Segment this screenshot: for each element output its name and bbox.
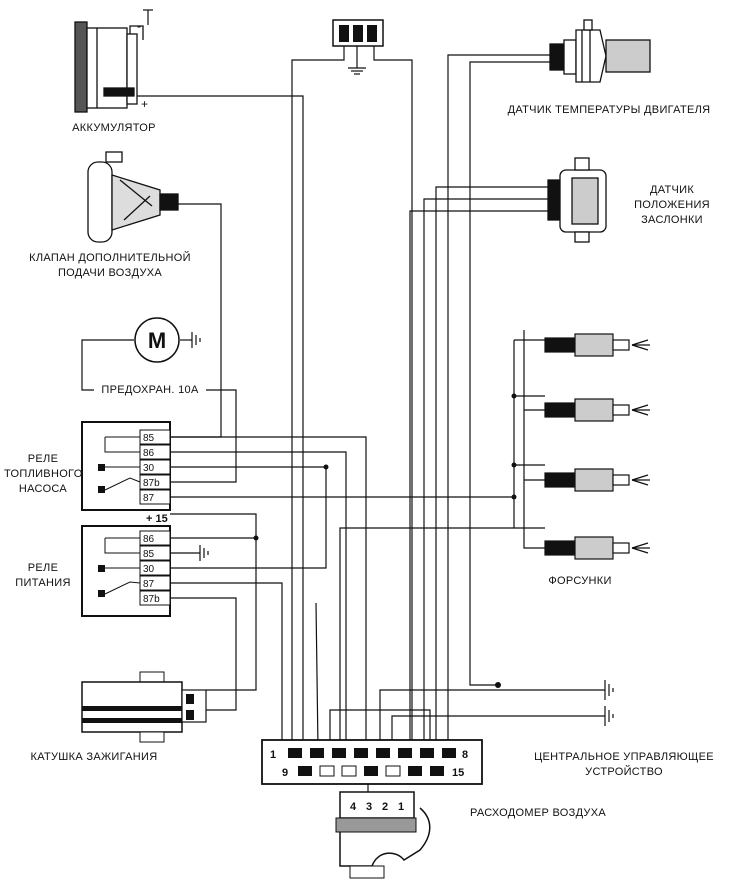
air-valve-label-line2: ПОДАЧИ ВОЗДУХА: [57, 267, 163, 279]
airflow-pin-1: 1: [398, 801, 404, 813]
wire-injector-bus: [339, 340, 515, 748]
ignition-coil-drawing: [81, 671, 207, 743]
fuel-relay-pin-87b: 87b: [143, 478, 160, 489]
throttle-sensor-label-line1: ДАТЧИК: [649, 184, 695, 196]
power-relay-pin-86: 86: [143, 534, 155, 545]
fuel-relay-pin-86: 86: [143, 448, 155, 459]
temp-sensor-label: ДАТЧИК ТЕМПЕРАТУРЫ ДВИГАТЕЛЯ: [507, 104, 711, 116]
wire-temp-1: [447, 54, 550, 748]
wire-power-87b: [170, 597, 237, 711]
wire-fuse-relay: [170, 389, 237, 483]
motor-symbol: M: [148, 328, 166, 353]
injectors-drawing: [544, 333, 650, 560]
ecu-label-line2: УСТРОЙСТВО: [585, 766, 663, 778]
wire-ground-right: [373, 46, 413, 748]
power-relay-label-line2: ПИТАНИЯ: [15, 577, 71, 589]
injector-1: [544, 333, 650, 357]
wire-power-87: [170, 582, 283, 748]
wire-ecu-ground-2: [391, 715, 605, 748]
battery-drawing: [74, 21, 144, 113]
wire-ecu-ground-1: [379, 689, 605, 748]
ecu-pin-8: 8: [462, 749, 468, 761]
injector-4: [544, 536, 650, 560]
wire-throttle-2: [423, 198, 548, 748]
wire-fuel-86: [170, 451, 347, 748]
wire-fuel-30: [170, 466, 327, 569]
ecu-pin-1: 1: [270, 749, 276, 761]
air-valve-label-line1: КЛАПАН ДОПОЛНИТЕЛЬНОЙ: [29, 252, 191, 264]
wire-throttle-3: [409, 210, 548, 748]
wire-ground-left: [291, 46, 345, 748]
fuel-relay-label-line1: РЕЛЕ: [27, 453, 59, 465]
wire-battery-ecu: [135, 95, 304, 748]
airflow-pin-3: 3: [366, 801, 372, 813]
power-relay-label-line1: РЕЛЕ: [27, 562, 59, 574]
fuel-relay-label-line3: НАСОСА: [18, 483, 68, 495]
throttle-sensor-drawing: [547, 157, 607, 243]
ecu-pin-15: 15: [452, 767, 464, 779]
power-relay-pin-30: 30: [143, 564, 155, 575]
fuel-relay-pin-85: 85: [143, 433, 155, 444]
airflow-pin-2: 2: [382, 801, 388, 813]
ecu-pin-9: 9: [282, 767, 288, 779]
battery-plus-mark: +: [141, 97, 148, 111]
power-relay-pin-87b: 87b: [143, 594, 160, 605]
fuel-relay-pin-30: 30: [143, 463, 155, 474]
throttle-sensor-label-line3: ЗАСЛОНКИ: [641, 214, 703, 226]
ground-symbols: [143, 9, 614, 726]
power-relay-pin-87: 87: [143, 579, 155, 590]
wire-temp-2: [469, 61, 550, 686]
airflow-pin-4: 4: [350, 801, 357, 813]
fuel-pump-relay: 85 86 30 87b 87: [81, 421, 171, 511]
injector-3: [544, 468, 650, 492]
ground-connector: [332, 19, 384, 47]
airflow-meter-drawing: 4 3 2 1: [335, 791, 431, 879]
ecu-connector: 1 8 9 15: [261, 739, 483, 785]
wire-fuel-85: [170, 436, 367, 748]
fuel-relay-label-line2: ТОПЛИВНОГО: [4, 468, 83, 480]
wire-airvalve: [170, 203, 222, 438]
airflow-meter-label: РАСХОДОМЕР ВОЗДУХА: [469, 807, 606, 819]
plus-15-label: + 15: [146, 513, 168, 525]
wire-throttle-1: [435, 186, 548, 748]
wire-motor-fuse: [81, 339, 134, 391]
battery-minus-mark: -: [137, 19, 141, 33]
junctions: [253, 393, 517, 688]
ignition-coil-label: КАТУШКА ЗАЖИГАНИЯ: [30, 751, 158, 763]
wire-injector-ctrl: [523, 330, 545, 549]
temp-sensor-drawing: [549, 19, 651, 83]
wire-plus15: [170, 513, 257, 691]
battery-label: АККУМУЛЯТОР: [72, 122, 156, 134]
power-relay-pin-85: 85: [143, 549, 155, 560]
air-valve-drawing: [87, 151, 179, 243]
ecu-label-line1: ЦЕНТРАЛЬНОЕ УПРАВЛЯЮЩЕЕ: [534, 751, 714, 763]
fuel-pump-motor: M: [134, 317, 180, 363]
injector-2: [544, 398, 650, 422]
fuse-label: ПРЕДОХРАН. 10А: [101, 384, 199, 396]
throttle-sensor-label-line2: ПОЛОЖЕНИЯ: [634, 199, 710, 211]
wires: [81, 46, 605, 800]
fuel-relay-pin-87: 87: [143, 493, 155, 504]
power-relay: 86 85 30 87 87b: [81, 525, 171, 617]
injectors-label: ФОРСУНКИ: [548, 575, 612, 587]
